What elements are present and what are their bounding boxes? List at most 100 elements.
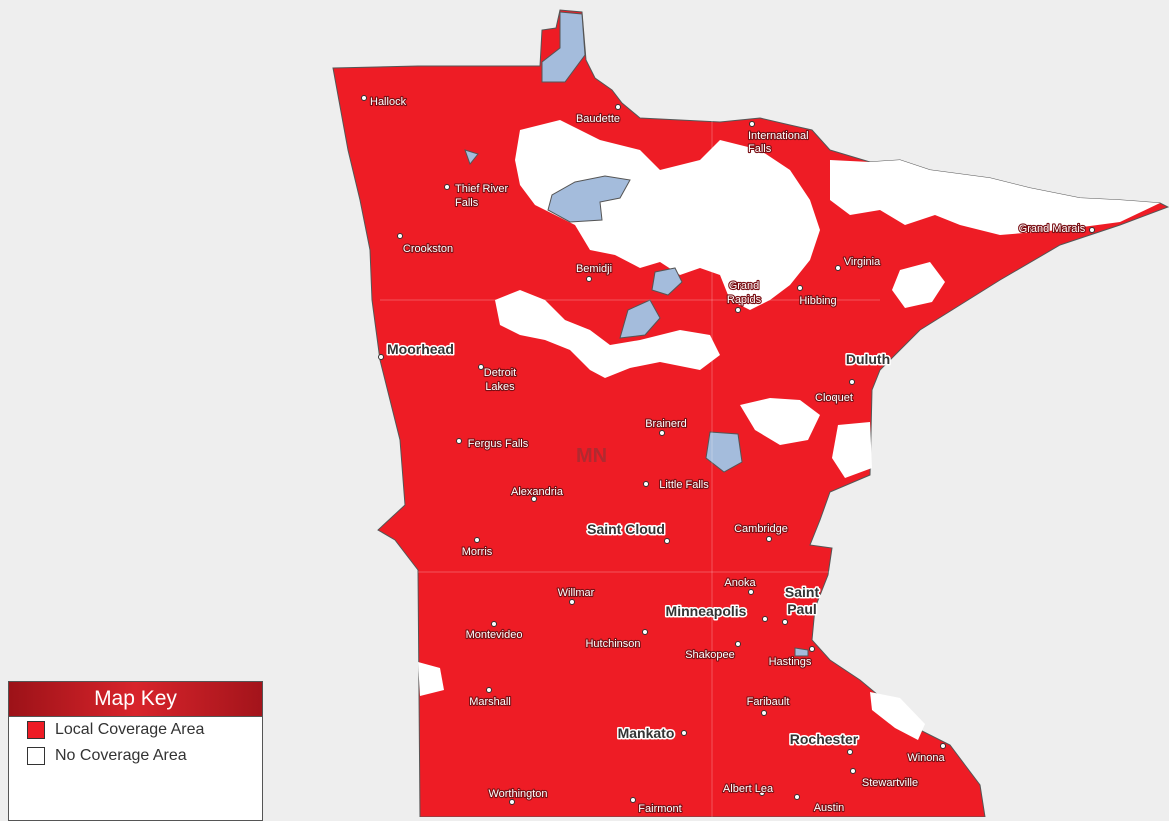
city-rochester[interactable]: Rochester <box>788 730 860 755</box>
legend-label-coverage: Local Coverage Area <box>55 721 205 738</box>
city-montevideo[interactable]: Montevideo <box>464 621 524 642</box>
legend-item-coverage: Local Coverage Area <box>27 717 262 743</box>
city-dot <box>659 430 665 436</box>
city-label: Little Falls <box>659 479 709 491</box>
city-dot <box>749 121 755 127</box>
city-dot <box>642 629 648 635</box>
city-hibbing[interactable]: Hibbing <box>797 285 838 308</box>
city-dot <box>940 743 946 749</box>
city-label: Mankato <box>618 725 675 741</box>
city-dot <box>531 496 537 502</box>
city-dot <box>486 687 492 693</box>
city-label: Winona <box>907 752 945 764</box>
city-saint-cloud[interactable]: Saint Cloud <box>586 520 670 544</box>
city-grand-marais[interactable]: Grand Marais <box>1018 222 1095 236</box>
city-dot <box>397 233 403 239</box>
city-brainerd[interactable]: Brainerd <box>644 417 688 436</box>
city-albert-lea[interactable]: Albert Lea <box>722 782 775 796</box>
no-coverage-regions <box>418 120 1160 740</box>
city-moorhead[interactable]: Moorhead <box>378 340 455 360</box>
legend-item-no-coverage: No Coverage Area <box>27 743 262 769</box>
city-label: Fairmont <box>638 803 681 815</box>
city-winona[interactable]: Winona <box>906 743 947 765</box>
city-little-falls[interactable]: Little Falls <box>643 478 710 492</box>
city-label: Stewartville <box>862 777 918 789</box>
city-label: Austin <box>814 802 845 814</box>
city-minneapolis[interactable]: Minneapolis <box>664 602 768 622</box>
city-dot <box>474 537 480 543</box>
city-duluth[interactable]: Duluth <box>844 350 892 385</box>
city-label: Willmar <box>558 587 595 599</box>
city-morris[interactable]: Morris <box>461 537 494 559</box>
city-label: Alexandria <box>511 486 564 498</box>
state-label: MN <box>576 445 607 467</box>
city-dot <box>509 799 515 805</box>
city-dot <box>569 599 575 605</box>
city-alexandria[interactable]: Alexandria <box>510 485 565 502</box>
city-dot <box>643 481 649 487</box>
city-dot <box>759 790 765 796</box>
city-label: Hallock <box>370 96 407 108</box>
city-dot <box>835 265 841 271</box>
city-dot <box>664 538 670 544</box>
city-anoka[interactable]: Anoka <box>723 576 758 595</box>
city-label: Worthington <box>488 788 547 800</box>
legend-swatch-no-coverage <box>27 747 45 765</box>
legend-swatch-coverage <box>27 721 45 739</box>
city-label: Crookston <box>403 243 453 255</box>
city-dot <box>794 794 800 800</box>
city-austin[interactable]: Austin <box>794 794 845 815</box>
city-fairmont[interactable]: Fairmont <box>630 797 683 816</box>
city-mankato[interactable]: Mankato <box>616 724 687 743</box>
city-dot <box>850 768 856 774</box>
city-cambridge[interactable]: Cambridge <box>733 522 789 542</box>
city-dot <box>847 749 853 755</box>
city-label: Anoka <box>724 577 756 589</box>
city-label: Shakopee <box>685 649 735 661</box>
legend-title: Map Key <box>9 682 262 717</box>
city-dot <box>630 797 636 803</box>
city-dot <box>681 730 687 736</box>
city-hastings[interactable]: Hastings <box>768 646 815 669</box>
city-dot <box>361 95 367 101</box>
city-dot <box>748 589 754 595</box>
section-lines <box>380 120 880 817</box>
city-label: Moorhead <box>387 341 454 357</box>
city-label: Albert Lea <box>723 783 774 795</box>
city-label: Marshall <box>469 696 511 708</box>
city-bemidji[interactable]: Bemidji <box>575 262 613 282</box>
city-willmar[interactable]: Willmar <box>557 586 596 605</box>
city-label: Hibbing <box>799 295 836 307</box>
city-shakopee[interactable]: Shakopee <box>684 641 741 662</box>
city-cloquet[interactable]: Cloquet <box>814 391 854 405</box>
city-label: Duluth <box>846 351 890 367</box>
city-dot <box>735 641 741 647</box>
city-dot <box>831 395 837 401</box>
city-label: Morris <box>462 546 493 558</box>
city-hallock[interactable]: Hallock <box>361 95 408 109</box>
city-label: Montevideo <box>466 629 523 641</box>
city-label: Virginia <box>844 256 881 268</box>
city-baudette[interactable]: Baudette <box>575 104 621 126</box>
city-crookston[interactable]: Crookston <box>397 233 454 256</box>
city-label: Fergus Falls <box>468 438 529 450</box>
city-label: Brainerd <box>645 418 687 430</box>
city-stewartville[interactable]: Stewartville <box>850 768 919 790</box>
city-hutchinson[interactable]: Hutchinson <box>584 629 648 651</box>
city-virginia[interactable]: Virginia <box>835 255 882 271</box>
city-label: Grand Marais <box>1019 223 1086 235</box>
city-marshall[interactable]: Marshall <box>468 687 512 709</box>
city-label: Bemidji <box>576 263 612 275</box>
city-label: Minneapolis <box>666 603 747 619</box>
city-worthington[interactable]: Worthington <box>487 787 549 805</box>
city-fergus-falls[interactable]: Fergus Falls <box>456 437 530 451</box>
city-faribault[interactable]: Faribault <box>746 695 790 716</box>
